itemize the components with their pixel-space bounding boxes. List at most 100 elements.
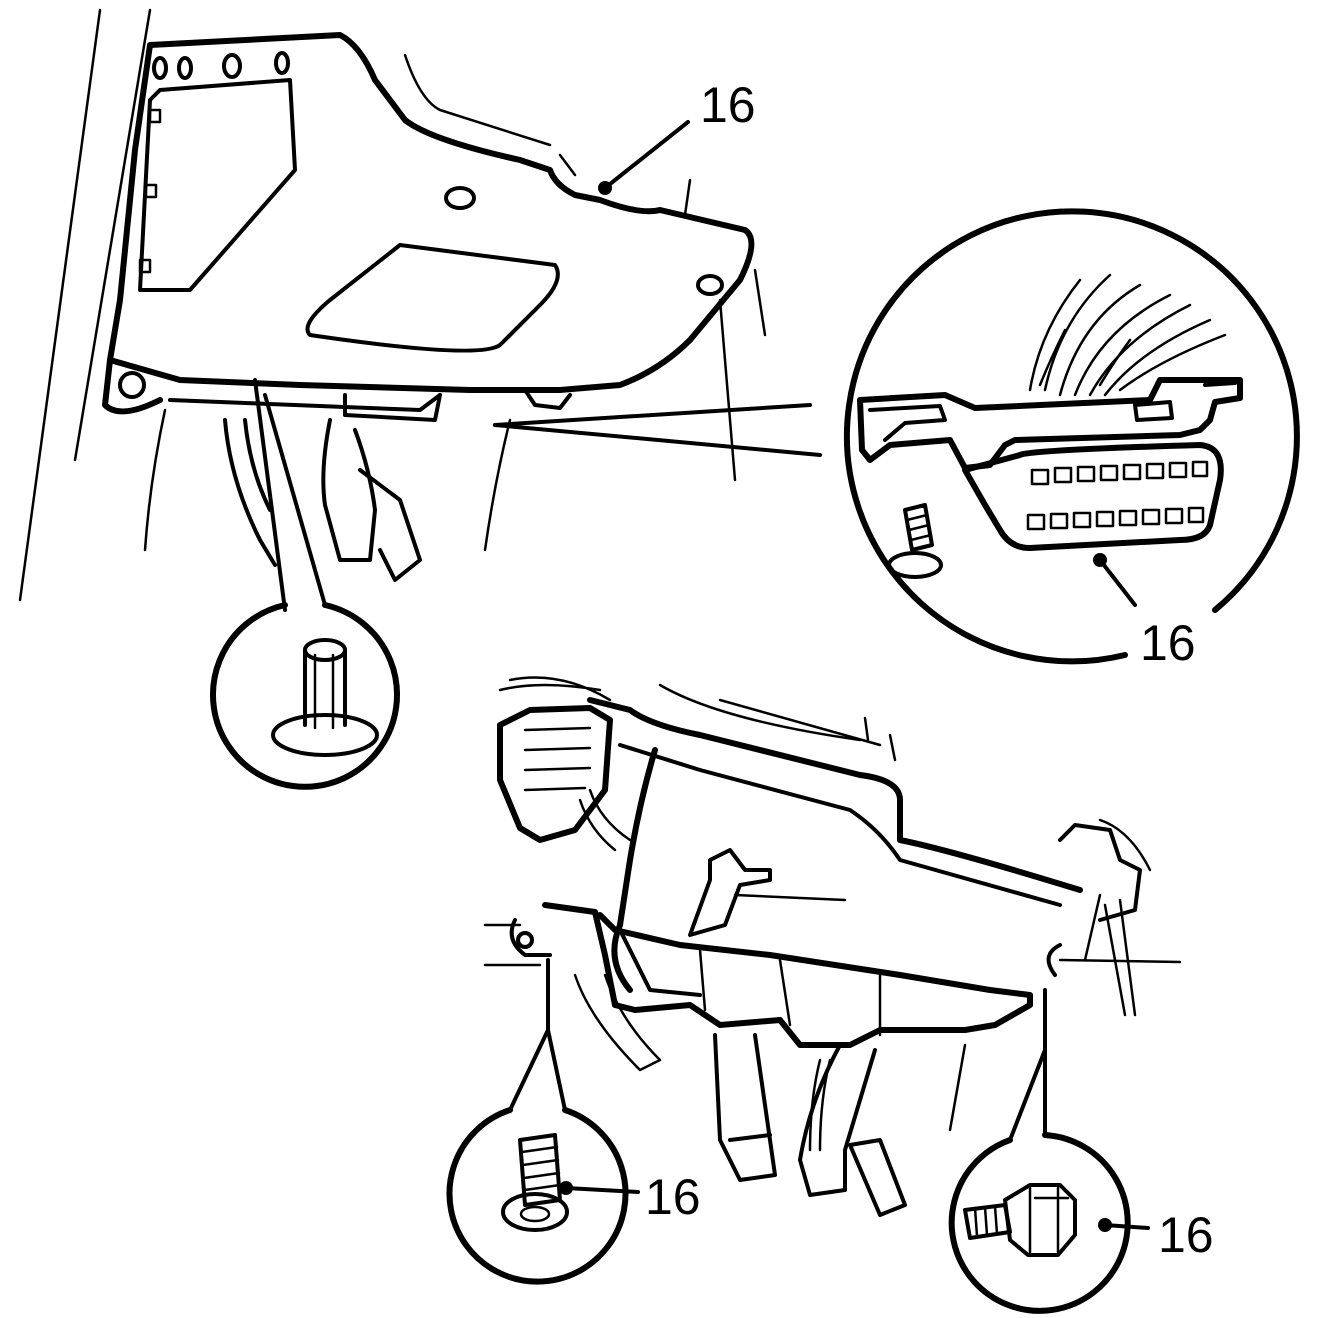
callout-dot	[559, 1181, 573, 1195]
magnifier-circle	[210, 602, 400, 790]
leader-line	[493, 423, 822, 457]
leader-line	[546, 1028, 567, 1112]
bracket-lower	[343, 393, 442, 422]
pedal-pad	[358, 468, 422, 582]
module-ribs	[523, 726, 592, 792]
steering-support	[483, 418, 512, 552]
harness	[578, 788, 632, 852]
connector-latch	[1203, 381, 1237, 387]
panel-recess	[305, 243, 560, 353]
dash-trim-line	[683, 178, 692, 217]
magnifier-circle	[948, 1132, 1131, 1314]
knee-bolster-panel	[107, 32, 755, 393]
panel-hole	[222, 53, 242, 79]
callout-label: 16	[700, 77, 756, 133]
pedal-pad	[728, 1133, 772, 1142]
leader-line	[1058, 958, 1182, 964]
beam-line	[658, 683, 882, 747]
connector-face	[962, 442, 1224, 551]
panel-tab	[144, 183, 158, 199]
bracket-ring	[1046, 943, 1062, 977]
cross-beam-lower	[618, 743, 1062, 907]
lower-dash-assembly	[483, 676, 1182, 1217]
callout-label: 16	[645, 1169, 701, 1225]
steering-support	[143, 408, 167, 552]
push-clip	[271, 638, 379, 757]
cross-beam	[587, 697, 1083, 893]
panel-hole	[177, 56, 193, 80]
panel-screw-hole	[444, 186, 476, 210]
dash-line	[483, 923, 542, 967]
clip-detail	[210, 602, 400, 790]
trim-edge	[698, 948, 882, 1037]
connector-detail: 16	[843, 208, 1300, 671]
pedal-arm	[798, 1043, 877, 1197]
leader-line	[253, 378, 287, 612]
hex-bolt	[963, 1183, 1077, 1257]
callout-panel: 16	[598, 77, 756, 195]
leader-line	[493, 403, 812, 427]
trim-edge	[618, 928, 702, 997]
pedal-arm	[808, 1058, 832, 1152]
callout-dot	[1093, 553, 1107, 567]
callout-label: 16	[1140, 615, 1196, 671]
callout-leader	[1098, 558, 1137, 607]
screw	[501, 1133, 569, 1232]
dash-trim-line	[403, 53, 552, 147]
magnifier-circle	[446, 1107, 629, 1285]
connector-mount	[523, 388, 572, 410]
wire-bundle	[1028, 273, 1227, 397]
panel-opening	[138, 78, 297, 292]
support-bracket	[611, 747, 658, 993]
callout-leader	[564, 1186, 640, 1194]
panel-tab	[138, 258, 152, 274]
pedal-arm	[243, 418, 272, 512]
callout-dot	[1098, 1218, 1112, 1232]
callout-leader	[603, 120, 690, 190]
connector-latch	[1133, 400, 1174, 422]
leader-lines-bottom	[508, 958, 1047, 1142]
panel-screw-hole	[696, 274, 724, 296]
pin-row-upper	[1030, 460, 1209, 486]
pin-row-lower	[1026, 506, 1205, 531]
leader-line	[263, 393, 327, 607]
panel-bracket	[102, 357, 163, 415]
dash-trim-line	[718, 298, 737, 482]
a-pillar-line	[18, 8, 102, 602]
beam-bracket	[1058, 823, 1142, 922]
panel-lower-edge	[168, 393, 442, 412]
callout-leader	[1103, 1223, 1150, 1230]
screw-detail: 16	[446, 1107, 701, 1285]
dash-trim-line	[753, 268, 767, 337]
leader-lines-top	[253, 378, 822, 612]
column-line	[948, 1043, 967, 1132]
connector-screw	[887, 503, 943, 579]
pedal-arm	[321, 418, 377, 562]
bolt-detail: 16	[948, 1132, 1214, 1314]
panel-bolt	[118, 371, 146, 399]
module-wires	[498, 676, 612, 702]
panel-tab	[148, 108, 162, 124]
callout-dot	[598, 181, 612, 195]
mount-hole	[516, 931, 534, 949]
obd-connector	[857, 377, 1243, 471]
pedal-pad	[848, 1138, 907, 1217]
leader-line	[508, 1028, 550, 1112]
retainer-clip	[688, 848, 772, 937]
dash-trim-line	[558, 153, 577, 177]
control-module	[497, 705, 613, 843]
pedal-arm	[223, 418, 277, 567]
harness	[573, 973, 662, 1072]
magnifier-circle	[843, 208, 1300, 665]
connector-tab	[868, 404, 947, 442]
beam-line	[863, 716, 897, 762]
callout-label: 16	[1158, 1207, 1214, 1263]
a-pillar-line-inner	[73, 8, 152, 462]
leader-line	[1008, 1048, 1047, 1142]
beam-line	[1098, 818, 1152, 872]
panel-hole	[152, 56, 168, 80]
panel-hole	[274, 51, 290, 75]
pedal-arm	[713, 1033, 777, 1182]
dash-panel-assembly	[18, 8, 767, 602]
